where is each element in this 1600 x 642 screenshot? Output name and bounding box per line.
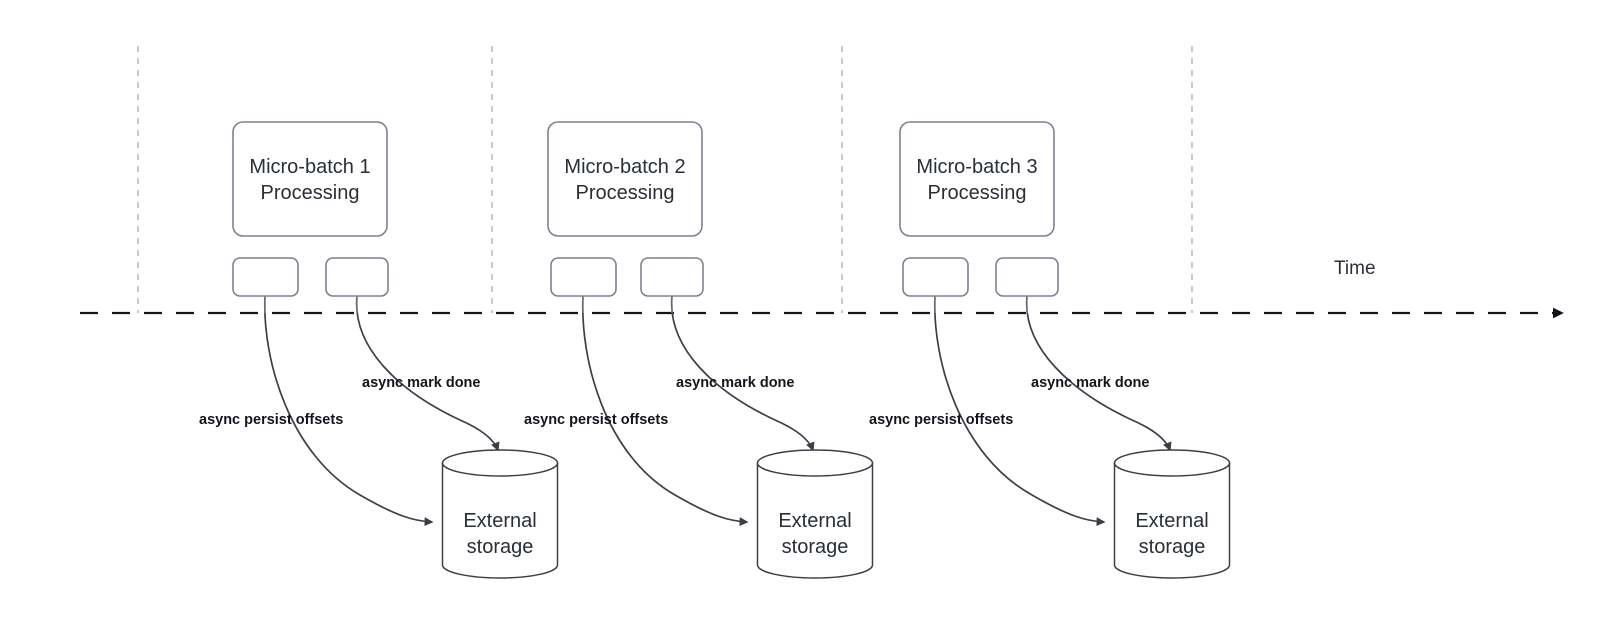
group-1-task-box-left[interactable] [232,257,299,313]
group-1-batch-box-label-line1: Micro-batch 1 [249,156,370,178]
boundary-divider-group [137,46,1193,313]
group-3-external-storage[interactable]: External storage [1113,449,1231,579]
group-3-batch-box[interactable]: Micro-batch 3 Processing [899,121,1055,237]
group-2-batch-box[interactable]: Micro-batch 2 Processing [547,121,703,237]
group-3-external-storage-body[interactable] [1113,462,1231,579]
group-2-persist-offsets-arrow [581,295,749,527]
group-3-batch-box-label-line1: Micro-batch 3 [916,156,1037,178]
group-1-task-box-right-rect[interactable] [325,257,389,297]
group-2-task-box-right-rect[interactable] [640,257,704,297]
group-1-external-storage-label-line1: External [463,510,536,532]
group-1-batch-box-rect[interactable] [232,121,388,237]
group-2-external-storage-top [756,449,874,477]
microbatch-group-2: Micro-batch 2 Processing async persist o… [524,121,874,579]
group-1-external-storage[interactable]: External storage [441,449,559,579]
group-2-task-box-right[interactable] [640,257,704,313]
group-3-task-box-left[interactable] [902,257,969,313]
group-2-external-storage[interactable]: External storage [756,449,874,579]
group-1-batch-box[interactable]: Micro-batch 1 Processing [232,121,388,237]
group-2-batch-box-label-line2: Processing [576,182,675,204]
group-1-external-storage-body[interactable] [441,462,559,579]
group-2-persist-offsets-label: async persist offsets [524,412,668,428]
group-3-task-box-left-rect[interactable] [902,257,969,297]
group-2-batch-box-label-line1: Micro-batch 2 [564,156,685,178]
group-3-persist-offsets-arrow [933,295,1106,527]
group-3-batch-box-rect[interactable] [899,121,1055,237]
group-3-batch-box-label-line2: Processing [928,182,1027,204]
group-1-task-box-right[interactable] [325,257,389,313]
group-3-mark-done-arrow [1025,295,1172,452]
group-1-mark-done-label: async mark done [362,375,480,391]
group-2-external-storage-label-line1: External [778,510,851,532]
group-2-external-storage-body[interactable] [756,462,874,579]
group-2-task-box-left-rect[interactable] [550,257,617,297]
microbatch-group-1: Micro-batch 1 Processing async persist o… [199,121,559,579]
group-1-persist-offsets-arrow [263,295,434,527]
group-3-task-box-right[interactable] [995,257,1059,313]
timeline-axis: Time [80,258,1564,319]
group-3-mark-done-label: async mark done [1031,375,1149,391]
group-3-persist-offsets-label: async persist offsets [869,412,1013,428]
group-1-persist-offsets-label: async persist offsets [199,412,343,428]
group-3-external-storage-label-line2: storage [1139,536,1206,558]
group-3-external-storage-top [1113,449,1231,477]
group-3-external-storage-label-line1: External [1135,510,1208,532]
group-1-external-storage-top [441,449,559,477]
group-1-task-box-left-rect[interactable] [232,257,299,297]
group-2-external-storage-label-line2: storage [782,536,849,558]
group-3-task-box-right-rect[interactable] [995,257,1059,297]
group-2-mark-done-arrow [670,295,815,452]
group-2-mark-done-label: async mark done [676,375,794,391]
microbatch-group-3: Micro-batch 3 Processing async persist o… [869,121,1231,579]
group-1-mark-done-arrow [355,295,500,452]
group-2-task-box-left[interactable] [550,257,617,313]
group-2-batch-box-rect[interactable] [547,121,703,237]
group-1-batch-box-label-line2: Processing [261,182,360,204]
group-1-external-storage-label-line2: storage [467,536,534,558]
timeline-label: Time [1334,258,1376,279]
